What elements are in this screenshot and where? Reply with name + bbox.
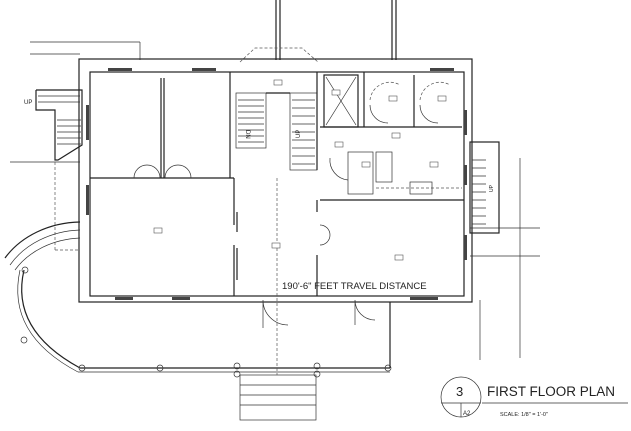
detail-number: 3 xyxy=(456,384,463,399)
stair-up-label-right: UP xyxy=(489,184,495,192)
porch xyxy=(4,178,392,421)
stair-up-label-left: UP xyxy=(24,100,32,106)
sheet-number: A2 xyxy=(463,411,471,417)
drawing-scale: SCALE: 1/8" = 1'-0" xyxy=(500,412,548,418)
travel-distance-label: 190'-6" FEET TRAVEL DISTANCE xyxy=(282,281,427,292)
title-block: 3 A2 FIRST FLOOR PLAN SCALE: 1/8" = 1'-0… xyxy=(440,376,628,418)
room-tags xyxy=(153,79,447,261)
stair-down-label: DN xyxy=(244,130,250,139)
connector-walls xyxy=(30,0,397,63)
building-outline xyxy=(78,58,473,303)
drawing-title: FIRST FLOOR PLAN xyxy=(487,384,615,399)
site-lines xyxy=(10,158,540,360)
stairs xyxy=(35,89,500,234)
interior-walls xyxy=(90,72,464,296)
stair-up-label-center: UP xyxy=(296,130,302,138)
